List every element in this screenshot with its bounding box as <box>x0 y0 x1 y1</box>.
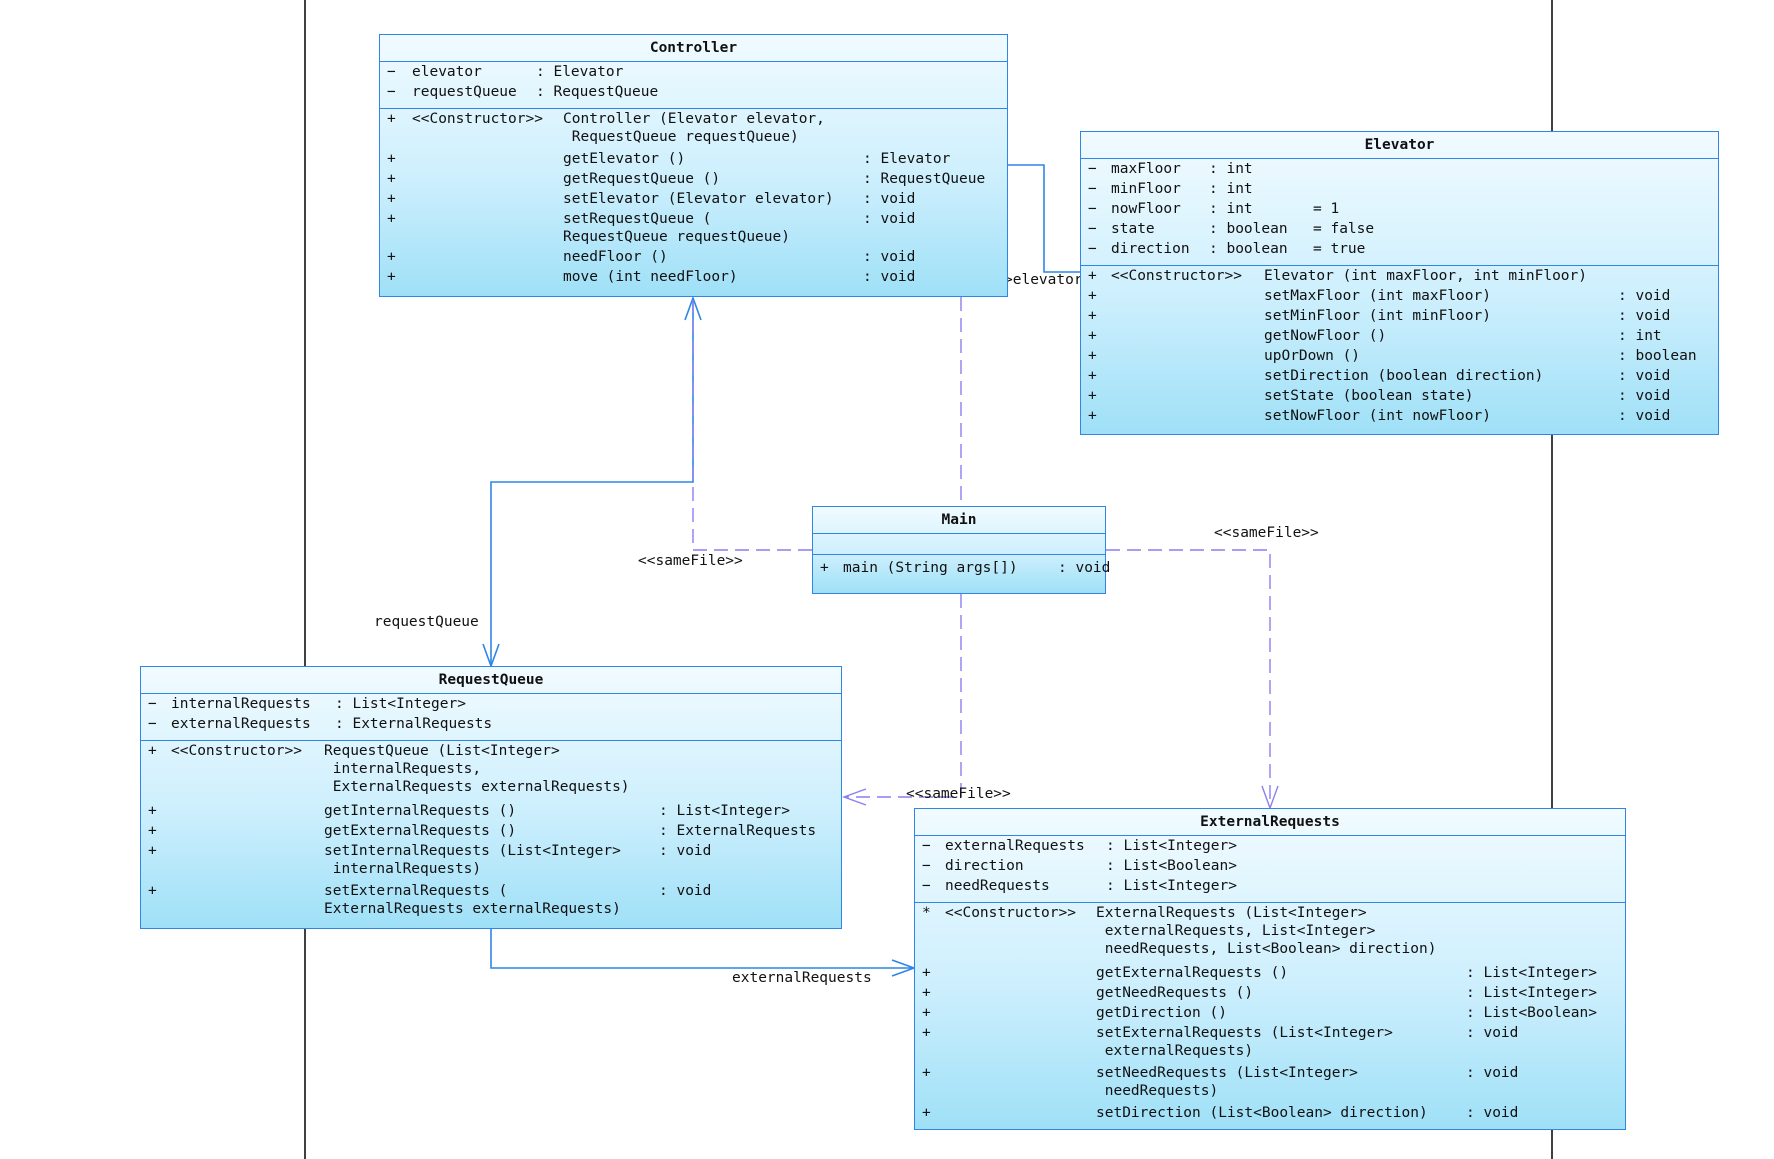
class-main[interactable]: Main +main (String args[]): void <box>812 506 1111 594</box>
class-title: Main <box>813 507 1105 534</box>
arrowhead-to-controller <box>684 295 702 321</box>
arrowhead-dep-requestqueue <box>841 788 867 806</box>
operations-section: +<<Constructor>>Controller (Elevator ele… <box>380 109 1007 293</box>
operation-row-cont: needRequests) <box>1096 1083 1219 1099</box>
class-title: Controller <box>380 35 1007 62</box>
dep-main-controller <box>692 300 812 551</box>
operation-row: +move (int needFloor): void <box>387 269 916 285</box>
label-samefile-requestqueue: <<sameFile>> <box>906 786 1011 802</box>
label-externalrequests-role: externalRequests <box>732 970 872 986</box>
operation-row: +getExternalRequests (): List<Integer> <box>922 965 1597 981</box>
class-title: RequestQueue <box>141 667 841 694</box>
operation-row: +setMinFloor (int minFloor): void <box>1088 308 1671 324</box>
class-externalrequests[interactable]: ExternalRequests −externalRequests: List… <box>914 808 1626 1130</box>
attribute-row: −direction: List<Boolean> <box>922 858 1237 874</box>
operation-row: +setInternalRequests (List<Integer>: voi… <box>148 843 712 859</box>
label-samefile-controller: <<sameFile>> <box>638 553 743 569</box>
operation-row: +<<Constructor>>Controller (Elevator ele… <box>387 111 825 127</box>
operation-row-cont: internalRequests) <box>324 861 482 877</box>
label-samefile-externalrequests: <<sameFile>> <box>1214 525 1319 541</box>
operation-row-cont: ExternalRequests externalRequests) <box>324 779 630 795</box>
operation-row: +getNeedRequests (): List<Integer> <box>922 985 1597 1001</box>
operations-section: +<<Constructor>>Elevator (int maxFloor, … <box>1081 266 1718 432</box>
operation-row: +needFloor (): void <box>387 249 916 265</box>
class-title: Elevator <box>1081 132 1718 159</box>
attribute-row: −state: boolean= false <box>1088 221 1375 237</box>
operation-row: +<<Constructor>>Elevator (int maxFloor, … <box>1088 268 1588 284</box>
operation-row: +getInternalRequests (): List<Integer> <box>148 803 790 819</box>
assoc-requestqueue-externalrequests <box>490 927 913 969</box>
operations-section: *<<Constructor>>ExternalRequests (List<I… <box>915 903 1625 1129</box>
attribute-row: −nowFloor: int= 1 <box>1088 201 1340 217</box>
operation-row: +setMaxFloor (int maxFloor): void <box>1088 288 1671 304</box>
attribute-row: −elevator: Elevator <box>387 64 624 80</box>
operation-row: *<<Constructor>>ExternalRequests (List<I… <box>922 905 1367 921</box>
attribute-row: −maxFloor: int <box>1088 161 1253 177</box>
attributes-section <box>813 534 1105 555</box>
attribute-row: −needRequests: List<Integer> <box>922 878 1237 894</box>
attribute-row: −externalRequests: ExternalRequests <box>148 716 493 732</box>
operation-row-cont: externalRequests, List<Integer> <box>1096 923 1376 939</box>
attributes-section: −externalRequests: List<Integer> −direct… <box>915 836 1625 903</box>
operation-row-cont: RequestQueue requestQueue) <box>563 229 790 245</box>
class-requestqueue[interactable]: RequestQueue −internalRequests: List<Int… <box>140 666 842 929</box>
operation-row: +getElevator (): Elevator <box>387 151 951 167</box>
label-elevator-role: >elevator <box>1004 272 1083 288</box>
attribute-row: −direction: boolean= true <box>1088 241 1366 257</box>
class-title: ExternalRequests <box>915 809 1625 836</box>
class-controller[interactable]: Controller −elevator: Elevator −requestQ… <box>379 34 1008 297</box>
operation-row: +getExternalRequests (): ExternalRequest… <box>148 823 817 839</box>
operation-row: +setNowFloor (int nowFloor): void <box>1088 408 1671 424</box>
assoc-controller-requestqueue <box>490 300 694 664</box>
operation-row-cont: externalRequests) <box>1096 1043 1254 1059</box>
attribute-row: −minFloor: int <box>1088 181 1253 197</box>
operation-row: +getNowFloor (): int <box>1088 328 1662 344</box>
operation-row: +getDirection (): List<Boolean> <box>922 1005 1597 1021</box>
assoc-controller-elevator <box>1008 164 1080 273</box>
class-elevator[interactable]: Elevator −maxFloor: int −minFloor: int −… <box>1080 131 1719 435</box>
operation-row-cont: RequestQueue requestQueue) <box>563 129 799 145</box>
operation-row: +setElevator (Elevator elevator): void <box>387 191 916 207</box>
attribute-row: −externalRequests: List<Integer> <box>922 838 1237 854</box>
dep-main-externalrequests <box>1106 549 1271 806</box>
attributes-section: −elevator: Elevator −requestQueue: Reque… <box>380 62 1007 109</box>
attribute-row: −requestQueue: RequestQueue <box>387 84 659 100</box>
attributes-section: −internalRequests: List<Integer> −extern… <box>141 694 841 741</box>
operation-row: +setDirection (List<Boolean> direction):… <box>922 1105 1519 1121</box>
operation-row: +getRequestQueue (): RequestQueue <box>387 171 986 187</box>
operation-row-cont: needRequests, List<Boolean> direction) <box>1096 941 1437 957</box>
operation-row: +main (String args[]): void <box>820 560 1111 576</box>
operation-row: +setState (boolean state): void <box>1088 388 1671 404</box>
operation-row: +setDirection (boolean direction): void <box>1088 368 1671 384</box>
attributes-section: −maxFloor: int −minFloor: int −nowFloor:… <box>1081 159 1718 266</box>
operation-row-cont: internalRequests, <box>324 761 482 777</box>
label-requestqueue-role: requestQueue <box>374 614 479 630</box>
operation-row: +setExternalRequests (List<Integer>: voi… <box>922 1025 1519 1041</box>
operation-row: +setRequestQueue (: void <box>387 211 916 227</box>
operation-row: +upOrDown (): boolean <box>1088 348 1697 364</box>
dep-main-requestqueue <box>844 594 962 798</box>
operation-row: +setNeedRequests (List<Integer>: void <box>922 1065 1519 1081</box>
operation-row: +<<Constructor>>RequestQueue (List<Integ… <box>148 743 560 759</box>
operation-row-cont: ExternalRequests externalRequests) <box>324 901 621 917</box>
attribute-row: −internalRequests: List<Integer> <box>148 696 466 712</box>
operation-row: +setExternalRequests (: void <box>148 883 712 899</box>
operations-section: +main (String args[]): void <box>813 555 1111 584</box>
operations-section: +<<Constructor>>RequestQueue (List<Integ… <box>141 741 841 923</box>
